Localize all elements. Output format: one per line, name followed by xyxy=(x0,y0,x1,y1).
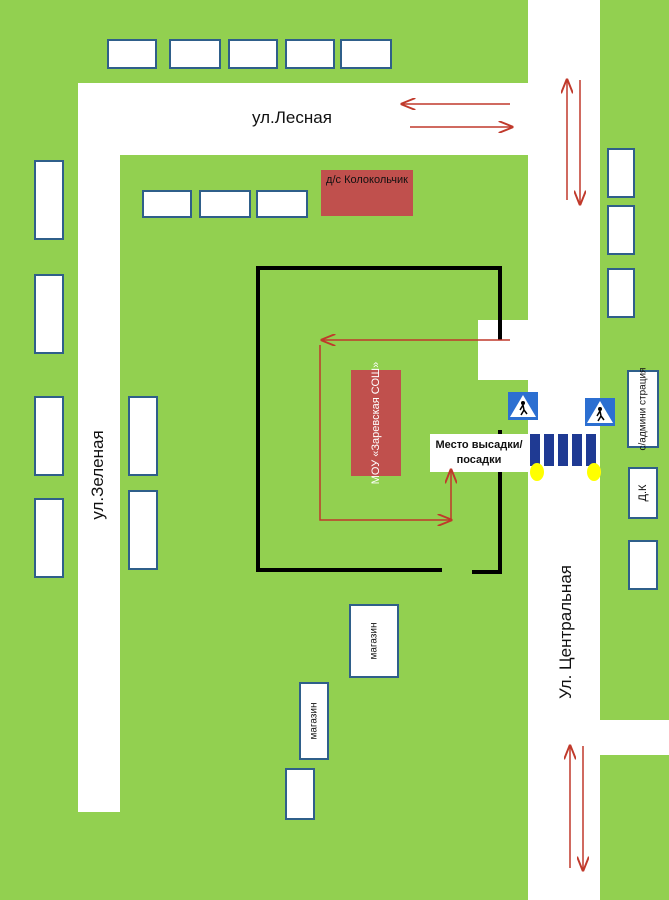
house xyxy=(607,205,635,255)
warning-light-icon xyxy=(587,463,601,481)
house xyxy=(628,540,658,590)
house xyxy=(169,39,221,69)
dropoff-label: Место высадки/посадки xyxy=(435,439,523,466)
kindergarten-building xyxy=(321,170,413,216)
shop-building xyxy=(349,604,399,678)
house xyxy=(285,768,315,820)
house xyxy=(107,39,157,69)
pedestrian-crossing-sign-icon xyxy=(585,398,615,426)
house xyxy=(607,268,635,318)
road-side-street xyxy=(598,720,669,755)
dropoff-zone xyxy=(430,434,528,472)
house xyxy=(34,274,64,354)
pedestrian-crosswalk xyxy=(528,434,600,466)
house xyxy=(34,160,64,240)
shop-building xyxy=(299,682,329,760)
road-side-entrance xyxy=(478,320,530,380)
house xyxy=(340,39,392,69)
pedestrian-crossing-sign-icon xyxy=(508,392,538,420)
house xyxy=(256,190,308,218)
house xyxy=(228,39,278,69)
warning-light-icon xyxy=(530,463,544,481)
dk-building xyxy=(628,467,658,519)
road-zelenaya xyxy=(78,83,120,812)
administration-building xyxy=(627,370,659,448)
house xyxy=(142,190,192,218)
house xyxy=(34,396,64,476)
house xyxy=(607,148,635,198)
kindergarten-label: д/с Колокольчик xyxy=(326,174,408,186)
house xyxy=(128,490,158,570)
house xyxy=(128,396,158,476)
house xyxy=(199,190,251,218)
street-label-centralnaya: Ул. Центральная xyxy=(556,565,575,699)
school-building xyxy=(351,370,401,476)
house xyxy=(285,39,335,69)
street-label-lesnaya: ул.Лесная xyxy=(252,108,332,127)
street-label-zelenaya: ул.Зеленая xyxy=(88,430,107,520)
road-lesnaya xyxy=(78,83,530,155)
house xyxy=(34,498,64,578)
